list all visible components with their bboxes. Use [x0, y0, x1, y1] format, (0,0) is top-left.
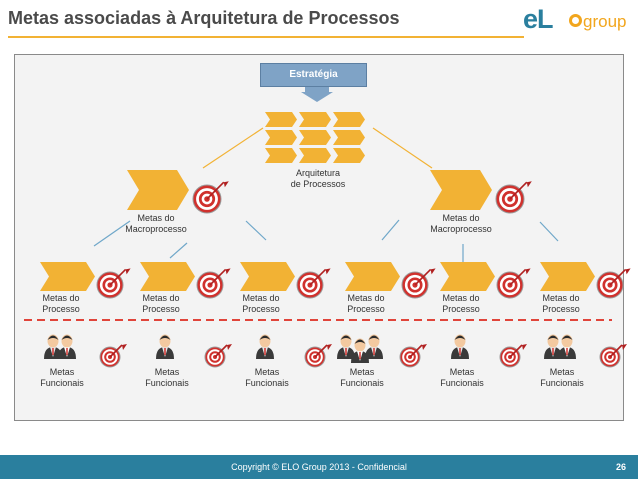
process-target-3	[296, 268, 331, 299]
process-label-3-line-2: Processo	[242, 304, 280, 314]
process-target-6	[596, 268, 631, 299]
logo-group-text: group	[583, 12, 627, 31]
process-label-5-line-2: Processo	[442, 304, 480, 314]
elo-group-logo: eL group	[523, 4, 633, 40]
architecture-chevron-2-2	[299, 130, 331, 145]
footer-copyright: Copyright © ELO Group 2013 - Confidencia…	[231, 462, 407, 472]
functional-label-1-line-2: Funcionais	[40, 378, 84, 388]
functional-label-1-line-1: Metas	[50, 367, 75, 377]
process-label-4-line-2: Processo	[347, 304, 385, 314]
architecture-chevron-1-2	[299, 112, 331, 127]
functional-person-6-1	[544, 334, 562, 359]
architecture-chevron-1-3	[333, 112, 365, 127]
process-label-6-line-1: Metas do	[542, 293, 579, 303]
functional-label-6-line-1: Metas	[550, 367, 575, 377]
architecture-chevron-1-1	[265, 112, 297, 127]
process-chevron-5	[440, 262, 495, 291]
connector-macro-process-6	[539, 221, 559, 242]
functional-person-5-1	[451, 334, 469, 359]
connector-macro-process-3	[245, 220, 267, 241]
logo-elo-text: eL	[523, 4, 553, 34]
strategy-box: Estratégia	[260, 63, 367, 87]
macro-chevron-2	[430, 170, 492, 210]
functional-target-1	[99, 344, 127, 368]
process-label-5-line-1: Metas do	[442, 293, 479, 303]
functional-person-2-1	[156, 334, 174, 359]
connector-arch-right	[372, 127, 433, 169]
functional-person-4-3	[365, 334, 383, 359]
process-chevron-4	[345, 262, 400, 291]
process-label-4-line-1: Metas do	[347, 293, 384, 303]
connector-macro-process-4	[381, 219, 400, 241]
process-label-2-line-2: Processo	[142, 304, 180, 314]
process-label-1-line-2: Processo	[42, 304, 80, 314]
functional-target-5	[499, 344, 527, 368]
architecture-label-line-1: Arquitetura	[296, 168, 340, 178]
connector-macro-process-2	[169, 242, 188, 259]
process-label-2-line-1: Metas do	[142, 293, 179, 303]
architecture-label-line-2: de Processos	[291, 179, 346, 189]
functional-person-3-1	[256, 334, 274, 359]
process-chevron-6	[540, 262, 595, 291]
functional-label-4-line-2: Funcionais	[340, 378, 384, 388]
architecture-chevron-2-1	[265, 130, 297, 145]
macro-chevron-1	[127, 170, 189, 210]
functional-label-4-line-1: Metas	[350, 367, 375, 377]
process-label-1-line-1: Metas do	[42, 293, 79, 303]
functional-label-2-line-1: Metas	[155, 367, 180, 377]
functional-person-6-2	[558, 334, 576, 359]
macro-label-1-line-2: Macroprocesso	[125, 224, 187, 234]
functional-target-3	[304, 344, 332, 368]
functional-person-4-1	[337, 334, 355, 359]
page-title: Metas associadas à Arquitetura de Proces…	[8, 8, 400, 28]
macro-label-1-line-1: Metas do	[137, 213, 174, 223]
process-chevron-1	[40, 262, 95, 291]
functional-person-1-1	[44, 334, 62, 359]
process-target-5	[496, 268, 531, 299]
logo-o-ring	[569, 14, 582, 27]
functional-label-2-line-2: Funcionais	[145, 378, 189, 388]
process-target-4	[401, 268, 436, 299]
strategy-arrow	[301, 87, 333, 102]
process-label-3-line-1: Metas do	[242, 293, 279, 303]
macro-label-2-line-1: Metas do	[442, 213, 479, 223]
process-target-1	[96, 268, 131, 299]
macro-label-2-line-2: Macroprocesso	[430, 224, 492, 234]
process-chevron-2	[140, 262, 195, 291]
functional-label-5-line-2: Funcionais	[440, 378, 484, 388]
process-target-2	[196, 268, 231, 299]
macro-target-2	[495, 181, 532, 214]
architecture-chevron-3-2	[299, 148, 331, 163]
functional-person-4-2	[351, 338, 369, 363]
process-label-6-line-2: Processo	[542, 304, 580, 314]
footer-bar: Copyright © ELO Group 2013 - Confidencia…	[0, 455, 638, 479]
title-divider	[8, 36, 524, 38]
functional-target-4	[399, 344, 427, 368]
functional-target-2	[204, 344, 232, 368]
architecture-chevron-3-3	[333, 148, 365, 163]
architecture-chevron-2-3	[333, 130, 365, 145]
macro-target-1	[192, 181, 229, 214]
functional-label-5-line-1: Metas	[450, 367, 475, 377]
functional-target-6	[599, 344, 627, 368]
process-chevron-3	[240, 262, 295, 291]
page-number: 26	[615, 462, 626, 472]
connector-arch-left	[202, 127, 264, 169]
connector-macro-process-1	[93, 220, 131, 247]
functional-person-1-2	[58, 334, 76, 359]
functional-label-6-line-2: Funcionais	[540, 378, 584, 388]
architecture-chevron-3-1	[265, 148, 297, 163]
functional-label-3-line-1: Metas	[255, 367, 280, 377]
functional-label-3-line-2: Funcionais	[245, 378, 289, 388]
